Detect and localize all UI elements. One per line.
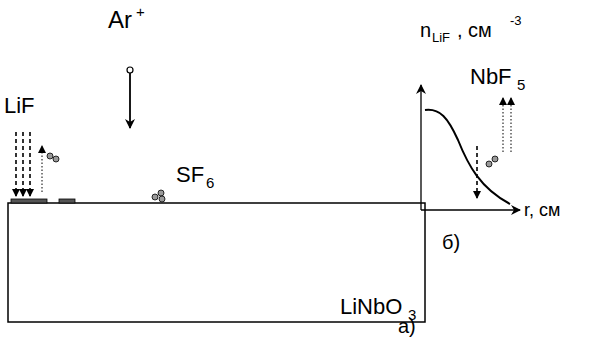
x-axis — [421, 209, 520, 210]
y-axis — [420, 85, 421, 210]
species-label: SF — [176, 164, 204, 186]
desorb-arrows — [503, 98, 511, 152]
species-label: LiF — [4, 95, 35, 117]
subscript: LiF — [432, 31, 450, 44]
substrate-label: LiNbO — [340, 296, 402, 318]
panel-label: б) — [442, 232, 460, 252]
flux-arrows — [16, 132, 30, 196]
molecule — [152, 190, 165, 202]
flux-arrow — [476, 146, 478, 198]
deposit — [11, 199, 47, 203]
subscript: 6 — [206, 175, 214, 190]
superscript: -3 — [510, 14, 522, 27]
subscript: 5 — [517, 77, 525, 92]
axis-label: , см — [457, 20, 492, 40]
ion-arrow — [129, 73, 131, 128]
deposit — [59, 199, 75, 203]
axis-label: n — [420, 20, 431, 40]
ion-label: Ar — [108, 8, 132, 32]
molecule — [47, 153, 59, 162]
panel-label: а) — [398, 316, 416, 336]
axis-label: r, см — [524, 201, 560, 219]
species-label: NbF — [470, 66, 512, 88]
substrate — [8, 203, 425, 322]
ion — [127, 67, 133, 73]
desorb-arrow — [42, 146, 43, 192]
charge-sign: + — [136, 4, 145, 19]
profile-curve — [425, 110, 510, 204]
molecule — [486, 156, 498, 167]
